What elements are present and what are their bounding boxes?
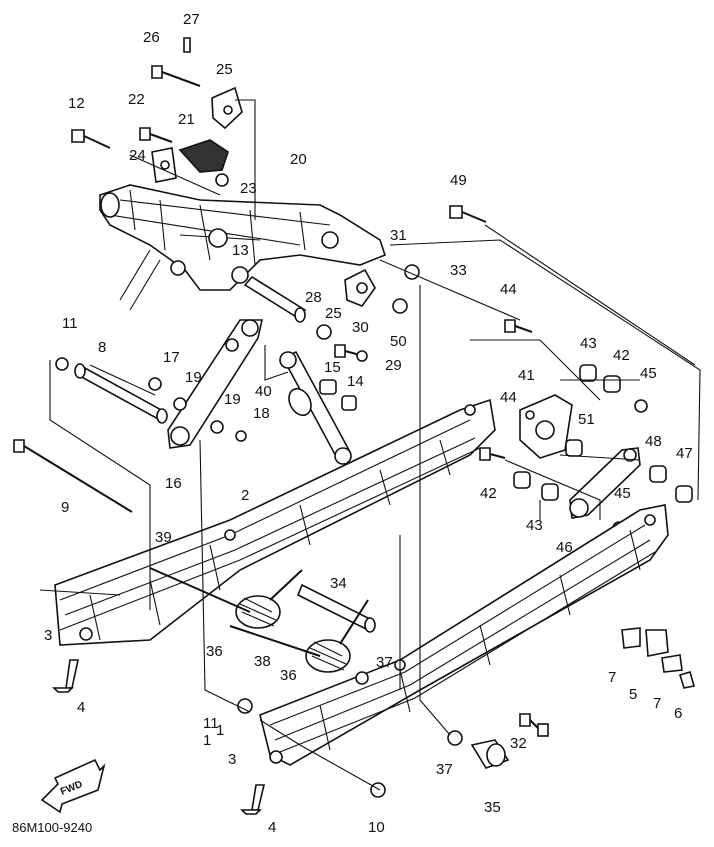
shaft <box>74 363 168 424</box>
callout-45a: 45 <box>640 365 657 382</box>
callout-40: 40 <box>255 383 272 400</box>
bolts-top <box>71 37 487 223</box>
callout-49: 49 <box>450 172 467 189</box>
callout-22: 22 <box>128 91 145 108</box>
fwd-arrow-icon: FWD <box>40 758 106 814</box>
callout-7b: 7 <box>653 695 661 712</box>
callout-27: 27 <box>183 11 200 28</box>
callout-11a: 11 <box>62 315 78 332</box>
callout-13: 13 <box>232 242 249 259</box>
callout-41: 41 <box>518 367 535 384</box>
callout-3b: 3 <box>228 751 236 768</box>
callout-36a: 36 <box>206 643 223 660</box>
callout-47: 47 <box>676 445 693 462</box>
callout-7a: 7 <box>608 669 616 686</box>
bracket-parts <box>151 86 376 307</box>
callout-46: 46 <box>556 539 573 556</box>
pivot-shaft <box>243 275 307 323</box>
callout-43b: 43 <box>526 517 543 534</box>
callout-19b: 19 <box>224 391 241 408</box>
callout-21: 21 <box>178 111 195 128</box>
left-slide-rail <box>54 398 496 646</box>
callout-1b: 1 <box>216 722 224 739</box>
leader-lines <box>39 99 701 791</box>
rear-arm-parts <box>479 319 693 535</box>
callout-38: 38 <box>254 653 271 670</box>
callout-9: 9 <box>61 499 69 516</box>
callout-28: 28 <box>305 289 322 306</box>
suspension-arm-assembly <box>99 184 386 311</box>
callout-10: 10 <box>368 819 385 836</box>
callout-4b: 4 <box>268 819 276 836</box>
torsion-springs <box>149 567 369 673</box>
callout-23: 23 <box>240 180 257 197</box>
callout-14: 14 <box>347 373 364 390</box>
callout-2: 2 <box>241 487 249 504</box>
callout-44b: 44 <box>500 389 517 406</box>
callout-1a: 1 <box>203 732 211 749</box>
callout-39: 39 <box>155 529 172 546</box>
callout-42b: 42 <box>480 485 497 502</box>
callout-3a: 3 <box>44 627 52 644</box>
collars-center <box>316 264 420 411</box>
callout-24: 24 <box>129 147 146 164</box>
callout-37b: 37 <box>436 761 453 778</box>
callout-31: 31 <box>390 227 407 244</box>
callout-15: 15 <box>324 359 341 376</box>
cross-shaft <box>296 583 376 633</box>
callout-43a: 43 <box>580 335 597 352</box>
callout-50: 50 <box>390 333 407 350</box>
callout-12: 12 <box>68 95 85 112</box>
callout-37a: 37 <box>376 654 393 671</box>
callout-4a: 4 <box>77 699 85 716</box>
callout-6: 6 <box>674 705 682 722</box>
callout-51: 51 <box>578 411 595 428</box>
callout-29: 29 <box>385 357 402 374</box>
callout-42a: 42 <box>613 347 630 364</box>
small-hardware-left <box>148 377 247 442</box>
callout-34: 34 <box>330 575 347 592</box>
callout-19a: 19 <box>185 369 202 386</box>
callout-45b: 45 <box>614 485 631 502</box>
callout-18: 18 <box>253 405 270 422</box>
rail-hardware <box>52 357 696 815</box>
document-code: 86M100-9240 <box>12 820 92 835</box>
callout-labels: 27 26 25 12 22 21 24 20 23 49 13 31 33 2… <box>44 11 693 836</box>
callout-36b: 36 <box>280 667 297 684</box>
callout-26: 26 <box>143 29 160 46</box>
callout-8: 8 <box>98 339 106 356</box>
callout-48: 48 <box>645 433 662 450</box>
callout-11b: 11 <box>203 715 219 732</box>
callout-25: 25 <box>216 61 233 78</box>
callout-5: 5 <box>629 686 637 703</box>
callout-20: 20 <box>290 151 307 168</box>
long-bolt <box>13 439 133 513</box>
callout-17: 17 <box>163 349 180 366</box>
callout-32: 32 <box>510 735 527 752</box>
callout-30: 30 <box>352 319 369 336</box>
link-arm <box>167 319 263 449</box>
callout-44a: 44 <box>500 281 517 298</box>
callout-25b: 25 <box>325 305 342 322</box>
callout-35: 35 <box>484 799 501 816</box>
shock-absorber <box>279 350 352 465</box>
callout-16: 16 <box>165 475 182 492</box>
callout-33: 33 <box>450 262 467 279</box>
right-slide-rail <box>259 504 669 766</box>
